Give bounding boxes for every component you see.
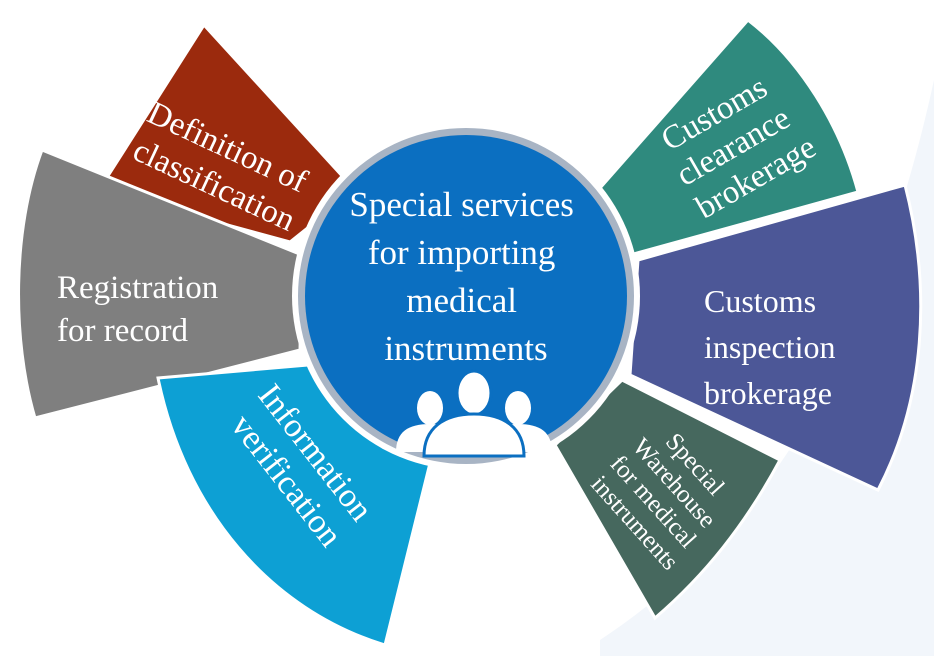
center-hub: Special services for importing medical i…: [292, 122, 640, 470]
segment-registration-for-record[interactable]: Registration for record: [17, 148, 304, 420]
segment-label: Customs inspection brokerage: [704, 283, 844, 411]
center-title: Special services for importing medical i…: [349, 185, 582, 368]
segment-shape: [553, 378, 783, 621]
segment-shape: [17, 148, 304, 420]
segment-customs-inspection-brokerage[interactable]: Customs inspection brokerage: [628, 183, 923, 492]
segment-customs-clearance-brokerage[interactable]: Customs clearance brokerage: [598, 17, 860, 257]
segment-label: Registration for record: [57, 270, 227, 349]
segment-shape: [628, 183, 923, 492]
users-group-icon: [396, 369, 552, 458]
background-swirl: [600, 80, 934, 656]
center-circle: [305, 135, 627, 457]
segment-special-warehouse[interactable]: Special Warehouse for medical instrument…: [553, 378, 783, 621]
segment-shape: [598, 17, 860, 257]
